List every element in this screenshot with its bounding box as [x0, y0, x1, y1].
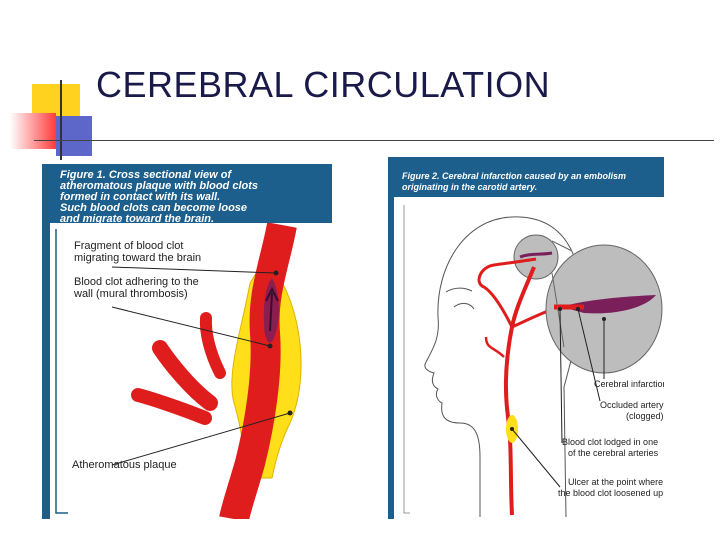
title-underline: [34, 140, 714, 141]
figure-2-panel: Figure 2. Cerebral infarction caused by …: [388, 157, 664, 519]
clot-arrow: [269, 292, 273, 332]
small-magnifier: [513, 234, 559, 280]
leader-occluded: [577, 308, 601, 402]
label-fragment-line: migrating toward the brain: [74, 252, 202, 264]
main-artery: [219, 223, 297, 519]
leader-adhering-dot: [267, 343, 273, 349]
label-occluded-line: (clogged): [626, 411, 664, 421]
label-lodged: Blood clot lodged in one of the cerebral…: [562, 437, 658, 459]
artery-plaque-illustration: [55, 223, 302, 519]
leader-adhering: [111, 306, 271, 347]
figure-1-caption-line: Such blood clots can become loose: [60, 202, 248, 214]
decor-red-gradient: [10, 113, 56, 149]
head-outline: [424, 216, 513, 517]
head-embolism-illustration: [403, 205, 663, 518]
branch-artery-middle: [131, 388, 212, 425]
figure-1-caption: Figure 1. Cross sectional view of athero…: [60, 170, 330, 225]
leader-plaque-dot: [287, 410, 293, 416]
cerebral-artery-front: [477, 257, 537, 328]
label-occluded: Occluded artery (clogged): [600, 400, 664, 422]
slide-title: CEREBRAL CIRCULATION: [96, 64, 551, 105]
bracket-line: [55, 229, 68, 514]
branch-artery-upper: [152, 340, 218, 411]
eye-line: [453, 302, 475, 310]
figure-1-illustration: Fragment of blood clot migrating toward …: [50, 223, 332, 519]
figure-1-caption-line: formed in contact with its wall.: [60, 191, 221, 203]
label-adhering: Blood clot adhering to the wall (mural t…: [74, 276, 199, 300]
label-fragment-line: Fragment of blood clot: [74, 240, 184, 252]
figure-2-caption-line: Figure 2. Cerebral infarction caused by …: [402, 171, 627, 181]
decor-vertical-line: [60, 80, 62, 160]
branch-artery-small: [199, 312, 226, 379]
leader-lodged: [559, 308, 563, 444]
figure-1-caption-line: Figure 1. Cross sectional view of: [60, 169, 232, 181]
leader-fragment: [111, 266, 277, 274]
label-lodged-line: of the cerebral arteries: [568, 448, 659, 458]
carotid-artery: [503, 266, 536, 516]
figure-1-panel: Figure 1. Cross sectional view of athero…: [42, 164, 332, 519]
infarction-area: [562, 295, 656, 314]
label-infarction: Cerebral infarction: [594, 379, 664, 389]
label-fragment: Fragment of blood clot migrating toward …: [74, 240, 201, 264]
bracket-line: [403, 205, 410, 514]
label-adhering-line: Blood clot adhering to the: [74, 276, 199, 288]
label-lodged-line: Blood clot lodged in one: [562, 437, 659, 447]
leader-plaque: [111, 412, 291, 466]
label-adhering-line: wall (mural thrombosis): [74, 288, 188, 300]
label-plaque: Atheromatous plaque: [72, 459, 177, 471]
figure-2-caption-line: originating in the carotid artery.: [402, 182, 538, 192]
figure-1-caption-line: atheromatous plaque with blood clots: [60, 180, 259, 192]
facial-artery: [484, 336, 505, 358]
small-magnifier-clot: [519, 251, 553, 259]
eyebrow-line: [445, 287, 473, 293]
label-ulcer: Ulcer at the point where the blood clot …: [558, 477, 663, 499]
figure-2-caption: Figure 2. Cerebral infarction caused by …: [402, 171, 662, 193]
label-ulcer-line: Ulcer at the point where: [568, 477, 664, 487]
clot-arrow-head: [265, 286, 279, 302]
label-occluded-line: Occluded artery: [600, 400, 664, 410]
figure-1-caption-line: and migrate toward the brain.: [60, 213, 215, 225]
leader-ulcer: [511, 428, 561, 488]
magnifier-connector-bottom: [551, 272, 565, 348]
magnifier-connector-top: [551, 240, 573, 252]
decor-blue-square: [56, 116, 92, 156]
figure-2-illustration: Cerebral infarction Occluded artery (clo…: [394, 197, 664, 519]
label-ulcer-line: the blood clot loosened up: [558, 488, 664, 498]
leader-fragment-dot: [273, 270, 279, 276]
